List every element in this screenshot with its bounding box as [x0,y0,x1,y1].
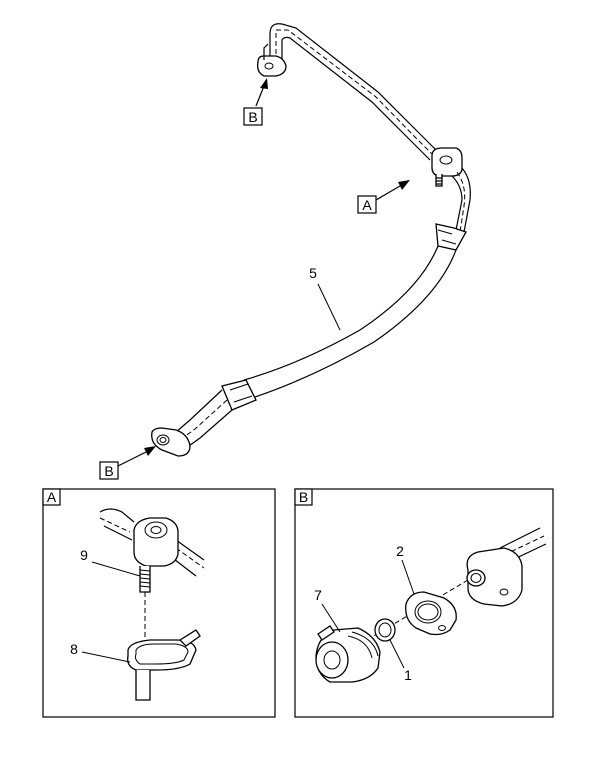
callout-7-label: 7 [314,587,322,603]
detail-view-b: B 2 7 1 [294,488,554,718]
ref-b-bottom-label: B [104,463,113,479]
callout-5: 5 [309,265,341,331]
detail-view-a: A 9 8 [42,488,276,718]
detail-b-label: B [299,489,308,505]
lower-end-fitting [151,427,191,457]
ref-marker-b-top: B [243,78,268,126]
callout-5-label: 5 [309,265,317,281]
arrow-head-icon [144,446,156,456]
arrow-head-icon [398,180,410,190]
mid-block [431,147,463,187]
detail-a-label: A [47,489,57,505]
callout-9-label: 9 [80,547,88,563]
callout-8-label: 8 [70,641,78,657]
ref-marker-a: A [357,180,410,214]
arrow-head-icon [260,78,268,89]
callout-1-label: 1 [404,667,412,683]
ref-a-label: A [362,197,372,213]
ref-b-top-label: B [248,109,257,125]
callout-2-label: 2 [396,543,404,559]
ref-marker-b-bottom: B [99,446,156,480]
upper-end-fitting [256,43,287,77]
hose-assembly [151,23,471,457]
